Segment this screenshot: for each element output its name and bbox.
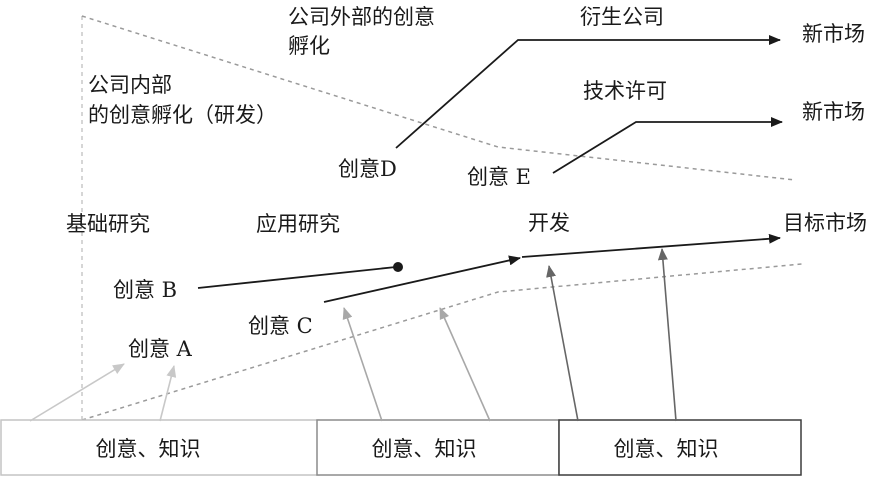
- label-idea-a: 创意 A: [128, 337, 193, 361]
- knowledge-box-1-label: 创意、知识: [96, 437, 201, 461]
- idea-flows: [197, 35, 783, 303]
- label-target-market: 目标市场: [783, 211, 867, 235]
- knowledge-box-3-label: 创意、知识: [614, 437, 719, 461]
- label-idea-e: 创意 E: [467, 165, 531, 189]
- label-applied-research: 应用研究: [256, 212, 340, 236]
- inflow-arrow-3: [342, 307, 383, 422]
- inflow-arrow-6: [657, 248, 677, 422]
- funnel-bottom-edge: [81, 263, 803, 421]
- funnel-top-edge: [81, 15, 796, 181]
- label-idea-c: 创意 C: [248, 314, 313, 338]
- label-spinoff: 衍生公司: [580, 5, 664, 29]
- knowledge-box-3: [558, 419, 802, 476]
- idea-c-path: [323, 255, 521, 303]
- inflow-arrow-1: [29, 363, 125, 422]
- label-idea-b: 创意 B: [113, 278, 177, 302]
- label-new-market-1: 新市场: [802, 22, 865, 46]
- funnel-boundary: [81, 15, 803, 421]
- inflow-arrow-2: [159, 365, 177, 422]
- label-internal-incubation-line1: 公司内部: [88, 73, 172, 97]
- label-new-market-2: 新市场: [802, 100, 865, 124]
- idea-e-licensing-path: [552, 117, 783, 174]
- label-external-incubation-line2: 孵化: [288, 34, 330, 58]
- diagram-labels: 公司外部的创意 孵化 衍生公司 新市场 技术许可 新市场 公司内部 的创意孵化（…: [66, 5, 867, 361]
- knowledge-box-1: [0, 419, 320, 476]
- label-external-incubation-line1: 公司外部的创意: [288, 5, 435, 29]
- label-licensing: 技术许可: [583, 79, 667, 103]
- target-market-path: [521, 233, 781, 258]
- label-idea-d: 创意D: [338, 157, 397, 181]
- idea-b-terminated-dot: [393, 262, 403, 272]
- knowledge-boxes: 创意、知识 创意、知识 创意、知识: [0, 419, 802, 476]
- idea-d-spinoff-path: [395, 35, 781, 149]
- knowledge-box-2-label: 创意、知识: [372, 437, 477, 461]
- label-development: 开发: [528, 211, 570, 235]
- inflow-arrow-4: [439, 307, 491, 422]
- label-internal-incubation-line2: 的创意孵化（研发）: [88, 103, 277, 127]
- inflow-arrow-5: [546, 265, 579, 422]
- label-basic-research: 基础研究: [66, 212, 150, 236]
- idea-b-path: [197, 266, 397, 289]
- knowledge-inflow-arrows: [29, 248, 677, 422]
